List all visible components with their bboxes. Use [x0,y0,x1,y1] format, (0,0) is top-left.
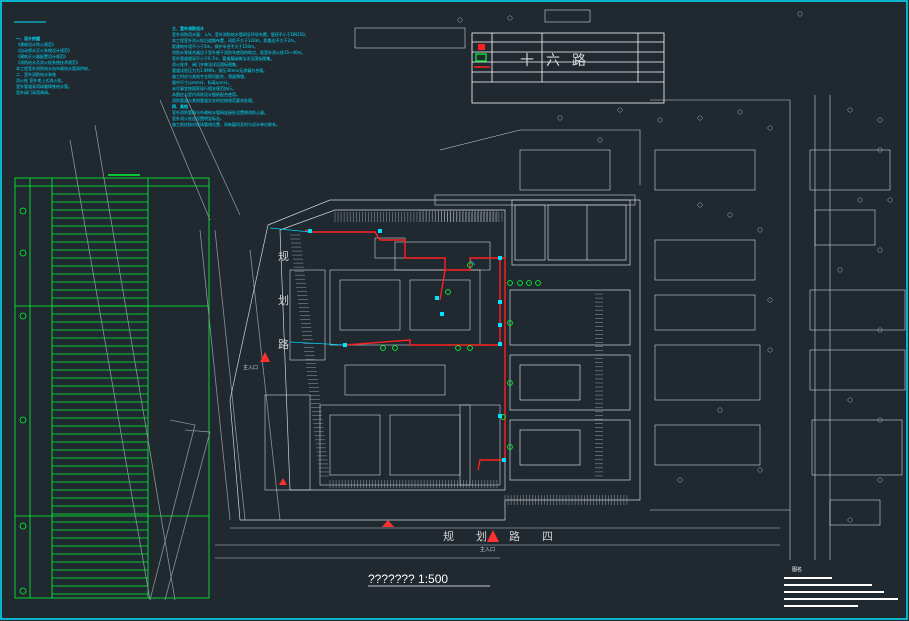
note-line: 二、室外消防给水系统 [16,72,56,77]
note-line: 未尽事宜按国家现行相关规范执行。 [172,86,236,91]
notes-left: 一、设计依据 《建筑设计防火规范》《自动喷水灭火系统设计规范》《建筑灭火器配置设… [16,36,92,96]
schedule-table [14,174,210,599]
parking-hatch [290,210,628,505]
note-line: 施工时应与其他专业密切配合，预留预埋。 [172,74,248,79]
title-block-label: 图名 [792,567,803,573]
fire-pipe-leaders [269,227,476,346]
inner-buildings [264,237,501,491]
note-line: 《建筑灭火器配置设计规范》 [16,54,68,59]
note-line: 距建筑外墙不小于5m，保护半径不大于150m。 [172,44,258,49]
legend-hydrant-symbol [478,44,485,50]
note-line: 本工程室外消防给水由市政给水管网供给， [16,66,92,71]
entrance-label-left: 主入口 [243,365,259,371]
bottom-road [215,527,780,559]
notes-left-heading: 一、设计依据 [16,36,40,41]
legend-road-label: 十六路 [520,53,598,69]
note-line: 《自动喷水灭火系统设计规范》 [16,48,72,53]
note-line: 施工前应核对现场管线位置，如有疑问及时与设计单位联系。 [172,122,280,127]
right-buildings [650,95,906,560]
note-line: 室外阀门采用闸阀。 [16,90,52,95]
legend-valve-symbol [475,53,487,62]
note-line: 本图应与室内消防设计图纸配合使用。 [172,92,240,97]
tree-symbols [457,11,893,523]
note-line: 消防管道与其他管道交叉时应按规范要求处理。 [172,98,256,103]
note-line: 消火栓井、阀门井做法详见国标图集。 [172,62,240,67]
notes-center-heading: 三、室外消防设计 [172,26,204,31]
fire-pipe-network [304,229,506,471]
note-line: 消火栓 室外地上式消火栓。 [16,78,66,83]
top-buildings [354,9,641,206]
note-line: 室外管道采用球墨铸铁给水管。 [16,84,72,89]
drawing-scale-label: ??????? 1:500 [368,572,449,586]
road-label-bottom: 规划路四 [443,530,575,543]
left-road-edges [69,94,281,601]
note-line: 消防水泵接合器设于室外便于消防车使用的地点，距室外消火栓15~40m。 [172,50,306,55]
entrance-triangles [260,352,499,542]
note-line: 图中尺寸以mm计，标高以m计。 [172,80,232,85]
note-line: 《建筑设计防火规范》 [16,42,56,47]
note-line: 室外消火栓应设置明显标志。 [172,116,224,121]
note-line: 室外消防管网与市政给水管网连接处设置倒流防止器。 [172,110,268,115]
valve-symbols [380,262,541,450]
legend-table [471,32,665,104]
entrance-label-bottom: 主入口 [480,547,496,553]
note-line: 《消防给水及消火栓系统技术规范》 [16,60,80,65]
hydrant-markers [308,229,506,462]
notes-center: 三、室外消防设计 室外消防用水量： L/s，室外消防给水管网呈环状布置，管径不小… [172,26,309,128]
note-line: 管道试验压力为1.0MPa，保压30min无渗漏为合格。 [172,68,268,73]
note-line: 本工程室外消火栓沿道路布置，间距不大于120m，距路边不大于2m， [172,38,298,43]
title-block [784,577,898,607]
notes-center-heading2: 四、其他 [172,104,188,109]
note-line: 室外管道埋深不小于0.7m，管道基础做法详见国标图集。 [172,56,275,61]
road-label-left: 规划路 [278,250,289,351]
note-line: 室外消防用水量： L/s，室外消防给水管网呈环状布置，管径不小于DN150。 [172,32,309,37]
